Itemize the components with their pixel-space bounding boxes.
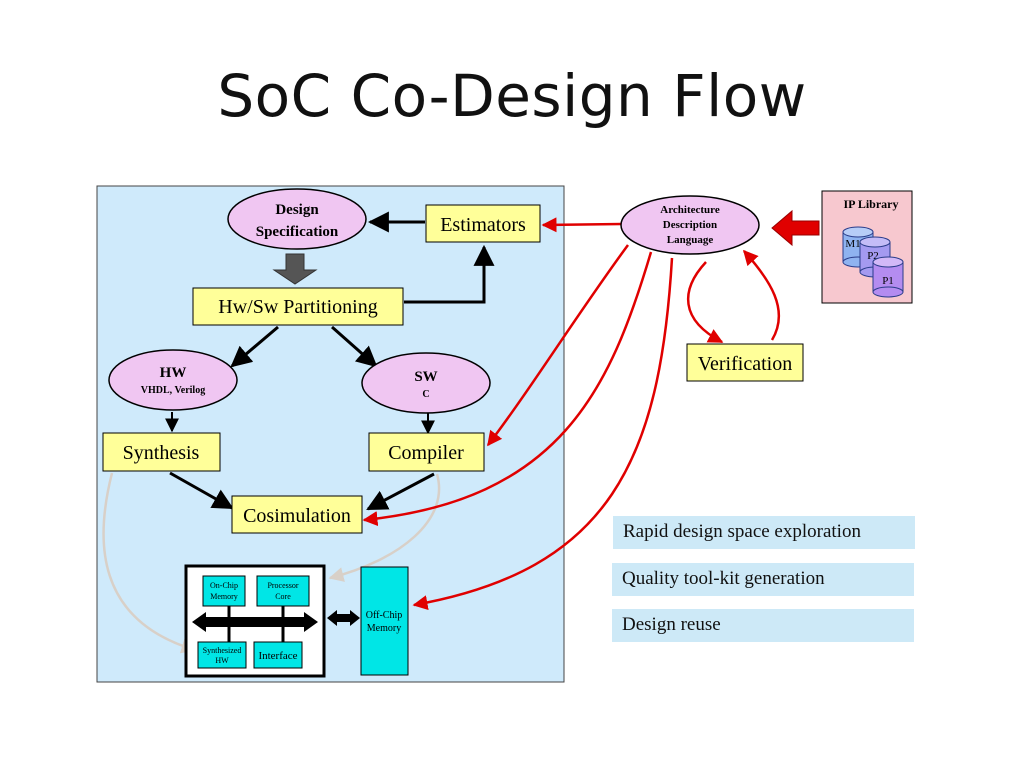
adl-label-1: Architecture: [660, 204, 720, 216]
partitioning-box: [192, 287, 404, 326]
sw-ellipse: [361, 352, 491, 414]
processor-core-label-2: Core: [275, 592, 291, 601]
grey-connectors: [102, 472, 441, 654]
svg-text:P2: P2: [867, 250, 879, 262]
cosimulation-box: [231, 495, 363, 534]
cosimulation-label: Cosimulation: [243, 505, 351, 527]
adl-ellipse: [620, 195, 760, 255]
down-block-arrow: [272, 253, 318, 285]
adl-label-2: Description: [663, 219, 717, 231]
on-chip-bus-arrow: [192, 612, 318, 632]
adl-connectors: [362, 217, 781, 611]
partitioning-label: Hw/Sw Partitioning: [218, 296, 377, 318]
off-chip-bus-arrow: [327, 610, 360, 626]
hw-sub: VHDL, Verilog: [141, 385, 205, 396]
processor-core-label-1: Processor: [267, 581, 298, 590]
off-chip-memory-label-2: Memory: [367, 623, 401, 634]
interface-block: [253, 641, 303, 669]
verification-box: [686, 343, 804, 382]
adl-label-3: Language: [667, 234, 714, 246]
svg-text:M1: M1: [845, 238, 860, 250]
on-chip-memory-block: [202, 575, 246, 607]
bullet-rapid-exploration: Rapid design space exploration: [613, 516, 915, 549]
estimators-box: [425, 204, 541, 243]
synthesis-box: [102, 432, 221, 472]
design-spec-ellipse: [227, 188, 367, 250]
ip-cylinder-p1: P1: [872, 256, 904, 298]
page-title: SoC Co-Design Flow: [217, 62, 807, 130]
hw-ellipse: [108, 349, 238, 411]
ip-library-title: IP Library: [843, 197, 898, 211]
synthesized-hw-block: [197, 641, 247, 669]
synthesized-hw-label-2: HW: [215, 656, 229, 665]
hw-title: HW: [160, 365, 187, 381]
on-chip-memory-label-1: On-Chip: [210, 581, 238, 590]
estimators-label: Estimators: [440, 214, 526, 236]
off-chip-memory-block: [360, 566, 409, 676]
compiler-label: Compiler: [388, 442, 464, 464]
design-spec-label-2: Specification: [256, 224, 339, 240]
synthesized-hw-label-1: Synthesized: [203, 646, 242, 655]
svg-text:P1: P1: [882, 275, 894, 287]
bullet-toolkit-generation: Quality tool-kit generation: [612, 563, 914, 596]
on-chip-memory-label-2: Memory: [210, 592, 238, 601]
synthesis-label: Synthesis: [123, 442, 200, 464]
bullet-design-reuse: Design reuse: [612, 609, 914, 642]
flow-connectors: [165, 211, 495, 511]
ip-library-block-arrow: [771, 209, 820, 247]
verification-label: Verification: [698, 353, 792, 375]
interface-label: Interface: [258, 650, 297, 662]
compiler-box: [368, 432, 485, 472]
off-chip-memory-label-1: Off-Chip: [366, 610, 402, 621]
sw-sub: C: [422, 389, 429, 400]
sw-title: SW: [414, 369, 437, 385]
design-spec-label-1: Design: [275, 202, 319, 218]
